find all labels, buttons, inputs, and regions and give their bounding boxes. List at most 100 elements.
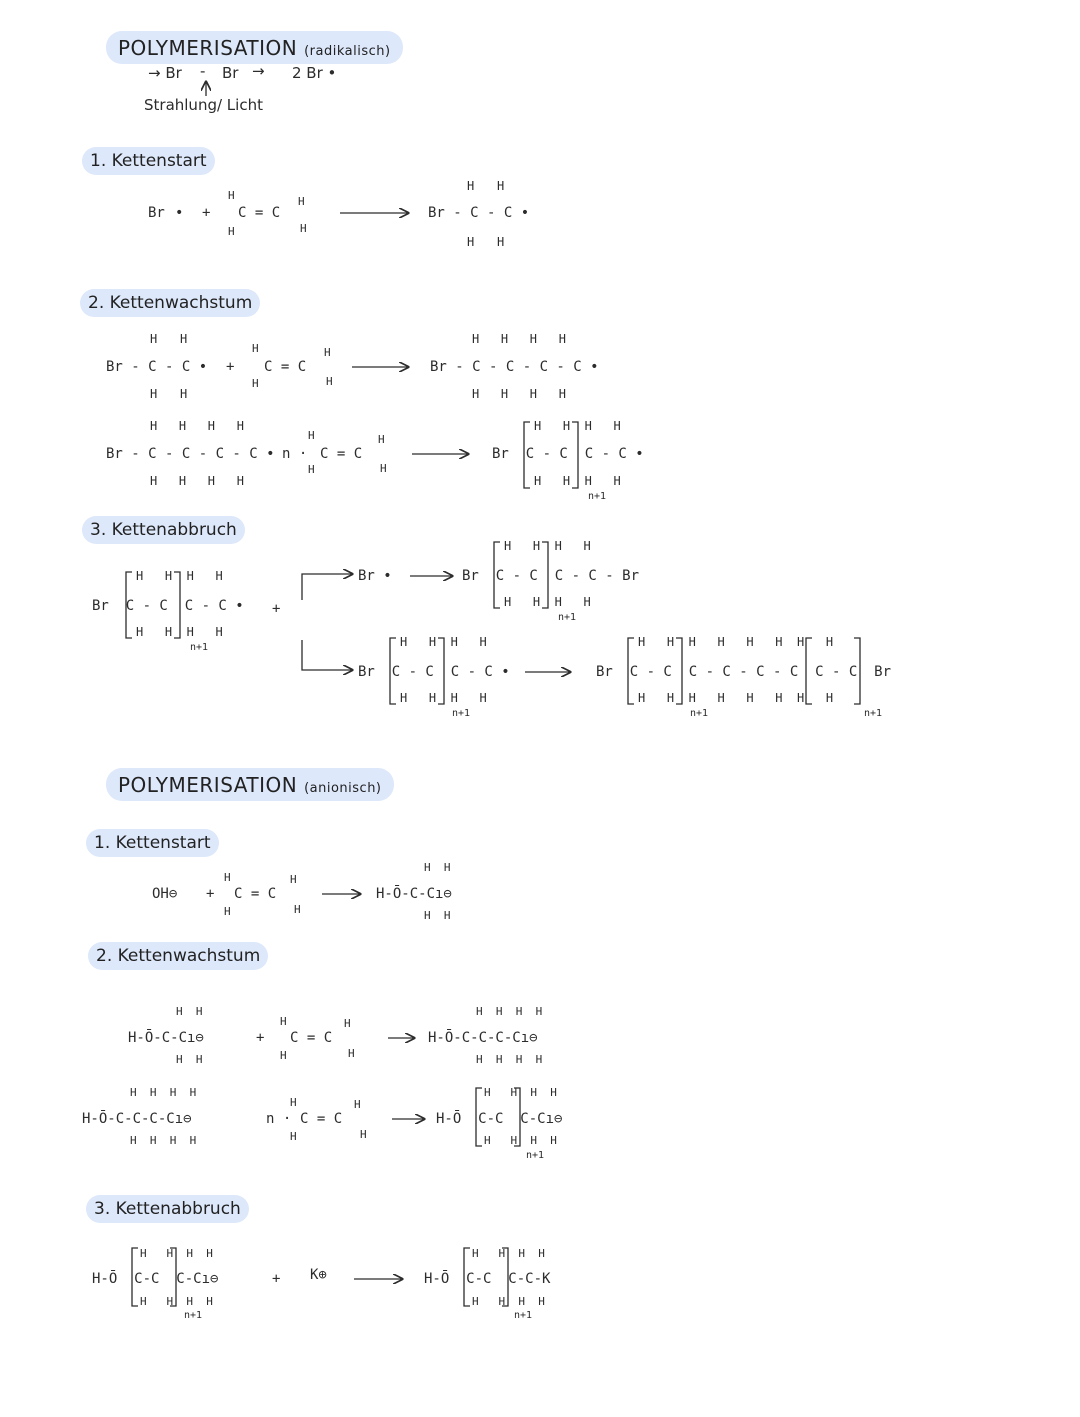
repeat-bracket (542, 541, 549, 609)
radical-subtitle: (radikalisch) (304, 44, 391, 59)
anionic-stop-reactant-htop: H H H H (140, 1247, 213, 1260)
anionic-growth1-plus: + (256, 1030, 265, 1046)
stop-branch2-reactant: Br C - C C - C • (358, 664, 510, 680)
repeat-bracket (854, 637, 861, 705)
growth1-product-hbot: H H H H (472, 387, 566, 401)
stop-branch1-htop: H H H H (504, 539, 591, 553)
stop-branch1-n: n+1 (558, 612, 577, 623)
growth1-reactant-h3: H (150, 387, 158, 401)
anionic-stop-product-hbot: H H H H (472, 1295, 545, 1308)
start-br-atom: Br (148, 205, 165, 221)
anionic-growth2-reactant-hbot: H H H H (130, 1134, 197, 1147)
growth2-ethene-core: C = C (320, 446, 363, 462)
anionic-growth2-reactant: H-Ō-C-C-C-Cı⊖ (82, 1111, 192, 1127)
anionic-start-ethene-h3: H (290, 873, 297, 886)
stop-branch2-product-n1: n+1 (690, 708, 709, 719)
anionic-step-stop: 3. Kettenabbruch (86, 1195, 249, 1223)
growth1-reactant-h1: H (150, 332, 158, 346)
stop-branch2-hbot: H H H H (400, 691, 487, 705)
repeat-bracket (174, 571, 181, 639)
growth2-product-hbot: H H H H (534, 474, 621, 488)
anionic-growth1-product-hbot: H H H H (476, 1053, 543, 1066)
anionic-step-growth: 2. Kettenwachstum (88, 942, 269, 970)
branch-arrow (301, 574, 352, 600)
anionic-start-product-htop: H H (424, 861, 451, 874)
stop-reactant-htop: H H H H (136, 569, 223, 583)
start-product: Br - C - C • (428, 205, 530, 221)
radical-title-pill: POLYMERISATION (radikalisch) (106, 31, 403, 64)
initiation-bond: - (200, 62, 206, 80)
start-br-dot: • (175, 205, 184, 221)
anionic-start-ethene-h2: H (224, 905, 231, 918)
anionic-growth2-ethene-core: C = C (300, 1111, 343, 1127)
anionic-stop-reactant: H-Ō C-C C-Cı⊖ (92, 1271, 219, 1287)
anionic-growth1-ethene-core: C = C (290, 1030, 333, 1046)
anionic-growth1-ethene-h2: H (280, 1049, 287, 1062)
stop-branch2-n: n+1 (452, 708, 471, 719)
growth2-reactant-hbot: H H H H (150, 474, 244, 488)
anionic-growth1-reactant-hbot: H H (176, 1053, 203, 1066)
repeat-bracket (475, 1087, 482, 1147)
repeat-bracket (463, 1247, 470, 1307)
repeat-bracket (676, 637, 683, 705)
repeat-bracket (805, 637, 812, 705)
stop-reactant-hbot: H H H H (136, 625, 223, 639)
anionic-growth1-ethene-h1: H (280, 1015, 287, 1028)
anionic-stop-plus: + (272, 1271, 281, 1287)
growth1-ethene-core: C = C (264, 359, 307, 375)
anionic-hydroxide: OH⊖ (152, 886, 178, 902)
repeat-bracket (493, 541, 500, 609)
growth1-plus: + (226, 359, 235, 375)
anionic-stop-reactant-hbot: H H H H (140, 1295, 213, 1308)
stop-plus: + (272, 601, 281, 617)
anionic-stop-product-n: n+1 (514, 1310, 533, 1321)
start-ethene-core: C = C (238, 205, 281, 221)
anionic-step-start: 1. Kettenstart (86, 829, 219, 857)
repeat-bracket (572, 421, 579, 489)
start-ethene-h1: H (228, 189, 235, 202)
repeat-bracket (170, 1247, 177, 1307)
growth1-ethene-h3: H (324, 346, 331, 359)
start-ethene-h3: H (298, 195, 305, 208)
repeat-bracket (627, 637, 634, 705)
growth1-ethene-h1: H (252, 342, 259, 355)
growth1-product: Br - C - C - C - C • (430, 359, 599, 375)
branch-arrow (301, 640, 352, 670)
initiation-note: Strahlung/ Licht (144, 96, 263, 114)
anionic-growth2-reactant-htop: H H H H (130, 1086, 197, 1099)
growth2-ethene-h2: H (308, 463, 315, 476)
repeat-bracket (523, 421, 530, 489)
start-plus: + (202, 205, 211, 221)
growth1-ethene-h4: H (326, 375, 333, 388)
repeat-bracket (131, 1247, 138, 1307)
growth2-reactant-htop: H H H H (150, 419, 244, 433)
repeat-bracket (514, 1087, 521, 1147)
growth1-reactant: Br - C - C • (106, 359, 208, 375)
stop-branch2-product-htop: H H H H H H H H (638, 635, 834, 649)
anionic-growth2-ethene-h4: H (360, 1128, 367, 1141)
anionic-growth2-product-htop: H H H H (484, 1086, 557, 1099)
anionic-growth2-product: H-Ō C-C C-Cı⊖ (436, 1111, 563, 1127)
anionic-title: POLYMERISATION (118, 773, 298, 797)
start-product-h-top1: H (467, 179, 475, 193)
repeat-bracket (125, 571, 132, 639)
start-product-h-top2: H (497, 179, 505, 193)
start-ethene-h4: H (300, 222, 307, 235)
anionic-start-ethene-h1: H (224, 871, 231, 884)
radical-step-stop: 3. Kettenabbruch (82, 516, 245, 544)
anionic-growth1-ethene-h4: H (348, 1047, 355, 1060)
growth1-ethene-h2: H (252, 377, 259, 390)
anionic-growth2-product-hbot: H H H H (484, 1134, 557, 1147)
anionic-subtitle: (anionisch) (304, 781, 382, 796)
anionic-growth1-reactant: H-Ō-C-Cı⊖ (128, 1030, 204, 1046)
radical-step-start: 1. Kettenstart (82, 147, 215, 175)
anionic-start-product-hbot: H H (424, 909, 451, 922)
stop-reactant: Br C - C C - C • (92, 598, 244, 614)
initiation-products: 2 Br • (292, 64, 337, 82)
anionic-start-product: H-Ō-C-Cı⊖ (376, 886, 452, 902)
anionic-growth2-n-coef: n · (266, 1111, 292, 1127)
stop-branch1-radical: Br • (358, 568, 392, 584)
anionic-growth2-ethene-h1: H (290, 1096, 297, 1109)
stop-branch1-product: Br C - C C - C - Br (462, 568, 640, 584)
